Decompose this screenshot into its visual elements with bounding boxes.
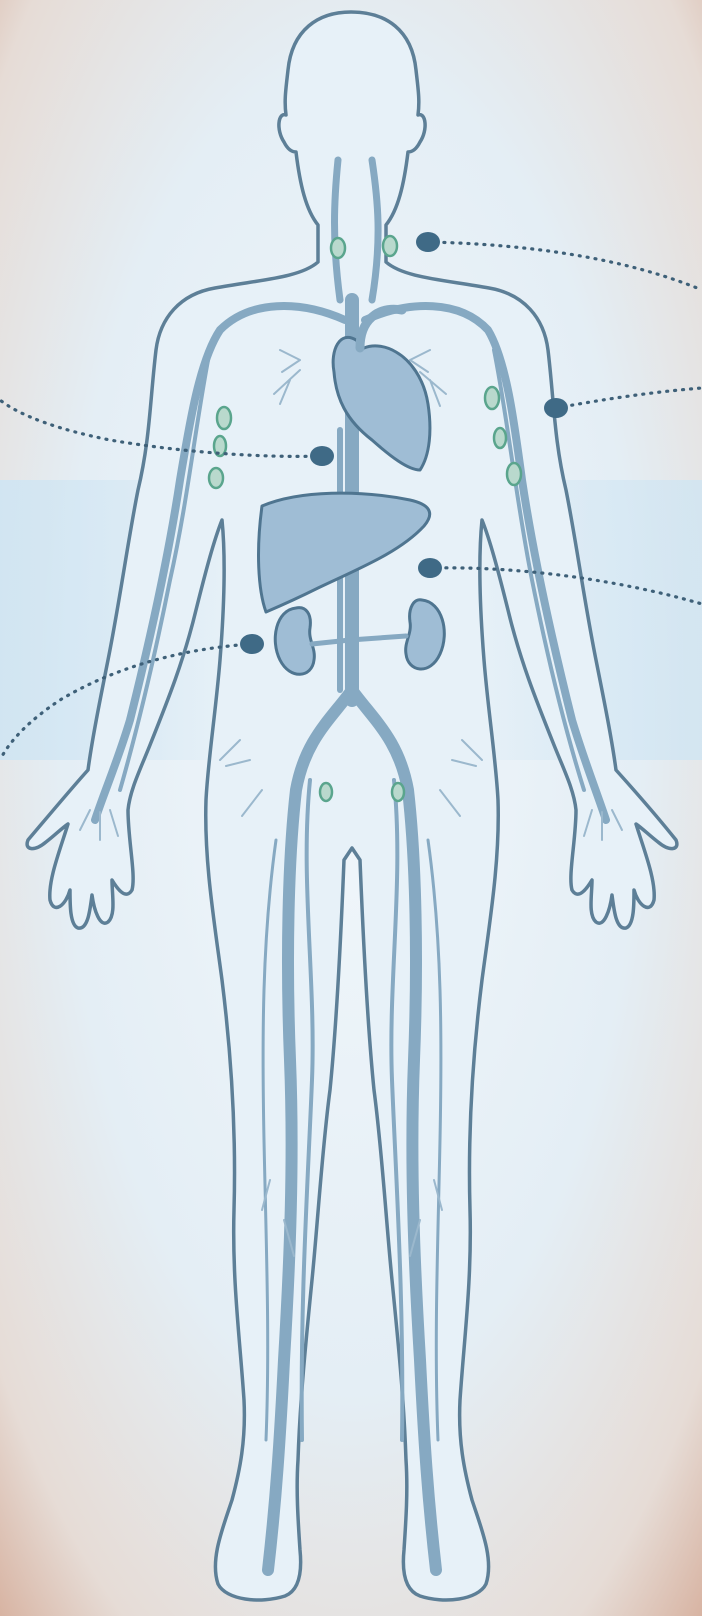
marker-neck[interactable] [416, 232, 440, 252]
kidney-right [275, 608, 314, 675]
marker-left-chest[interactable] [310, 446, 334, 466]
marker-kidney[interactable] [240, 634, 264, 654]
kidney-left [406, 600, 445, 669]
marker-right-shoulder[interactable] [544, 398, 568, 418]
marker-abdomen[interactable] [418, 558, 442, 578]
